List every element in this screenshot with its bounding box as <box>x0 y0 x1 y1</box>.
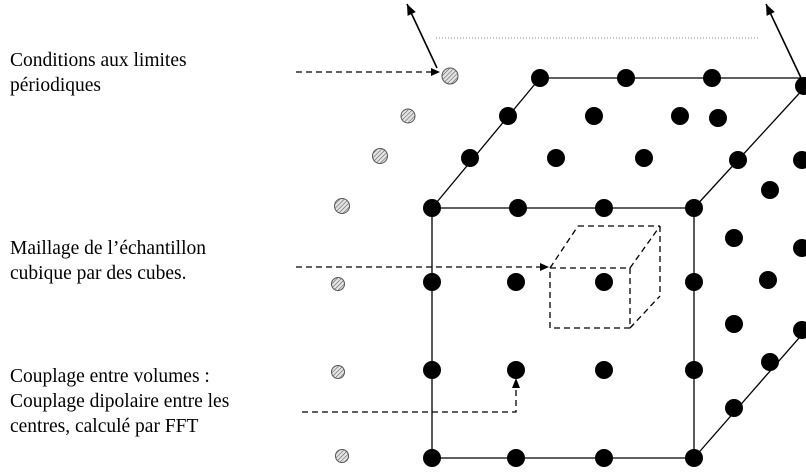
lattice-dot <box>595 273 613 291</box>
periodic-image-dot <box>331 277 345 291</box>
lattice-dot <box>423 273 441 291</box>
lattice-dot <box>703 69 721 87</box>
lattice-dot <box>761 353 779 371</box>
lattice-dot <box>461 149 479 167</box>
mesh-cell-cube <box>549 225 661 329</box>
lattice-dot <box>671 107 689 125</box>
coupling-label-line-1: Couplage entre volumes : <box>10 366 210 387</box>
lattice-dot <box>509 199 527 217</box>
lattice-dot <box>507 361 525 379</box>
cube-edge <box>693 85 806 209</box>
coupling-pointer <box>302 388 517 413</box>
dashed-pointers <box>296 68 549 413</box>
mesh-label-line-1: Maillage de l’échantillon <box>10 238 207 259</box>
mesh-label-line-2: cubique par des cubes. <box>10 263 187 284</box>
lattice-dot <box>595 199 613 217</box>
lattice-dot <box>595 449 613 467</box>
periodic-vector-right-head <box>766 4 775 16</box>
lattice-dot <box>793 321 806 339</box>
periodic-vectors <box>406 3 803 81</box>
coupling-label-line-3: centres, calculé par FFT <box>10 416 199 437</box>
lattice-dot <box>685 361 703 379</box>
lattice-dot <box>685 273 703 291</box>
lattice-dot <box>793 239 806 257</box>
lattice-dot <box>507 273 525 291</box>
lattice-dot <box>709 109 727 127</box>
periodic-image-dot <box>372 148 388 164</box>
lattice-dot <box>725 315 743 333</box>
lattice-dot <box>423 449 441 467</box>
lattice-dot <box>759 271 777 289</box>
periodic-vector-left <box>406 3 438 69</box>
coupling-pointer-head <box>512 378 520 388</box>
cube-edge <box>693 329 806 459</box>
lattice-dot <box>635 149 653 167</box>
periodic-image-dot <box>335 449 349 463</box>
periodic-boundary-label-line-1: Conditions aux limites <box>10 50 187 71</box>
lattice-dot <box>725 399 743 417</box>
lattice-dot <box>725 229 743 247</box>
lattice-dots <box>423 69 806 467</box>
lattice-dot <box>585 107 603 125</box>
periodic-vector-left-head <box>407 4 416 16</box>
lattice-dot <box>729 151 747 169</box>
periodic-image-dots <box>331 67 459 463</box>
lattice-dot <box>423 361 441 379</box>
lattice-dot <box>761 181 779 199</box>
mesh-pointer-head <box>540 263 549 271</box>
mesh-cell-edge <box>549 225 579 269</box>
lattice-dot <box>547 149 565 167</box>
periodic-image-dot <box>400 108 416 124</box>
periodic-vector-right <box>765 3 803 81</box>
periodic-image-dot <box>334 198 350 214</box>
periodic-boundary-label-line-2: périodiques <box>10 75 101 96</box>
cube-edge <box>431 77 541 209</box>
lattice-dot <box>617 69 635 87</box>
periodic-pointer-head <box>431 68 440 76</box>
lattice-dot <box>507 449 525 467</box>
coupling-label: Couplage entre volumes : Couplage dipola… <box>10 364 229 439</box>
mesh-cell-edge <box>629 225 661 269</box>
mesh-label: Maillage de l’échantillon cubique par de… <box>10 236 206 286</box>
lattice-dot <box>685 449 703 467</box>
lattice-dot <box>595 361 613 379</box>
periodic-boundary-label: Conditions aux limites périodiques <box>10 48 187 98</box>
cube-edges <box>431 77 806 459</box>
lattice-dot <box>423 199 441 217</box>
periodic-image-dot <box>441 67 459 85</box>
lattice-dot <box>795 77 806 95</box>
periodic-image-dot <box>331 365 345 379</box>
lattice-dot <box>499 107 517 125</box>
lattice-dot <box>685 199 703 217</box>
lattice-dot <box>793 151 806 169</box>
lattice-dot <box>531 69 549 87</box>
mesh-cell-edge <box>629 295 661 329</box>
coupling-label-line-2: Couplage dipolaire entre les <box>10 391 230 412</box>
